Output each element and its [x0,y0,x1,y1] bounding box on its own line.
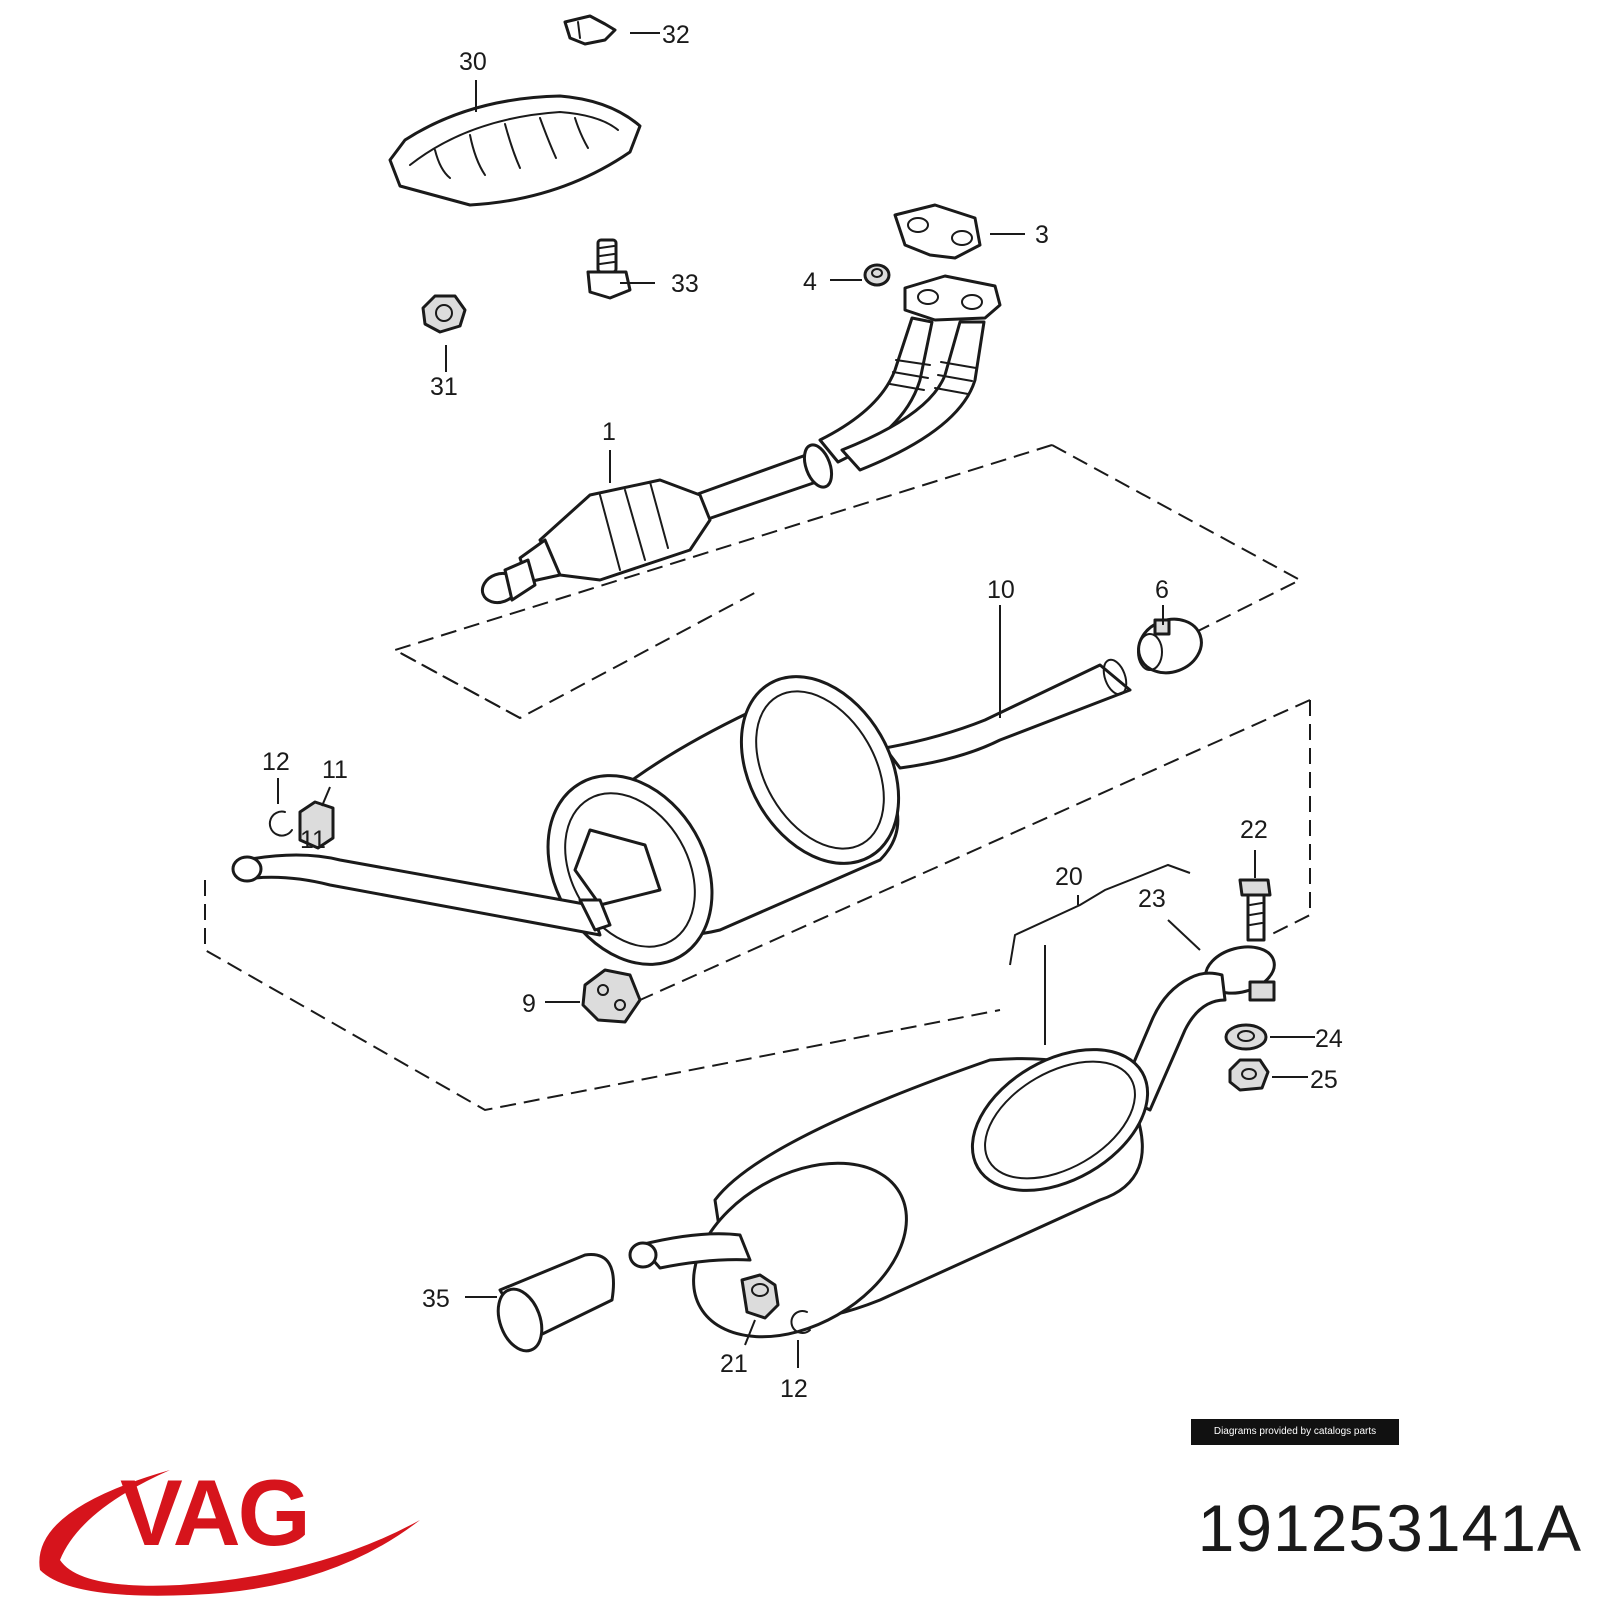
callout-33: 33 [671,270,699,298]
callout-32: 32 [662,21,690,49]
callout-12-bottom: 12 [780,1375,808,1403]
callout-11-top: 11 [322,756,348,784]
diagram-credit-badge: Diagrams provided by catalogs parts [1191,1419,1399,1445]
callout-4: 4 [803,268,817,296]
part-32-clip-nut [563,14,617,46]
callout-9: 9 [522,990,536,1018]
callout-20: 20 [1055,863,1083,891]
callout-30: 30 [459,48,487,76]
callout-11-mount: 11 [300,826,326,854]
callout-35: 35 [422,1285,450,1313]
part-20-rear-silencer [628,971,1227,1339]
callout-21: 21 [720,1350,748,1378]
callout-25: 25 [1310,1066,1338,1094]
callout-24: 24 [1315,1025,1343,1053]
part-24-washer [1224,1023,1268,1051]
part-33-bolt [586,238,632,300]
part-22-bolt [1238,878,1272,942]
callout-3: 3 [1035,221,1049,249]
part-30-heat-shield [388,94,642,207]
callout-labels: 32 30 3 33 4 31 1 10 6 12 11 11 9 22 20 … [262,21,1343,1403]
part-21-rubber-mount [740,1273,780,1320]
callout-10: 10 [987,576,1015,604]
part-12-clip-top [268,810,293,837]
callout-6: 6 [1155,576,1169,604]
part-1-front-pipe-catalytic-converter [480,274,1002,605]
part-31-nut [421,294,467,334]
callout-31: 31 [430,373,458,401]
part-35-sleeve [496,1253,615,1353]
part-10-middle-silencer [231,658,1132,966]
part-3-gasket [893,203,982,260]
brand-name: VAG [120,1460,308,1565]
part-11-rubber-mount [298,800,335,850]
part-9-rubber-hanger [581,968,642,1024]
vag-brand-logo: VAG [39,1460,420,1596]
callout-1: 1 [602,418,616,446]
part-12-clip-bottom [790,1310,811,1334]
part-number: 191253141A [1197,1491,1582,1565]
part-6-clamp [1137,617,1203,675]
part-25-nut [1228,1058,1270,1092]
callout-12-top: 12 [262,748,290,776]
logo-swoosh [39,1470,420,1596]
part-4-nut [863,263,891,287]
group-outline-front [392,444,1303,720]
callout-23: 23 [1138,885,1166,913]
leader-lines [277,32,1315,1368]
group-outline-middle [204,699,1311,1112]
callout-22: 22 [1240,816,1268,844]
